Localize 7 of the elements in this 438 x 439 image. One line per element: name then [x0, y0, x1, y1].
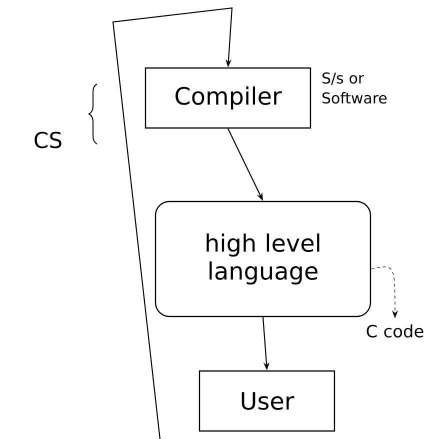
process-box: high level language [154, 200, 372, 318]
edge-label-text: C code [366, 324, 424, 338]
process-box: User [198, 370, 336, 432]
label-text: CS [34, 132, 62, 148]
process-box: Compiler [144, 67, 312, 129]
note-text: S/s or Software [322, 72, 387, 104]
arrow [112, 7, 233, 439]
